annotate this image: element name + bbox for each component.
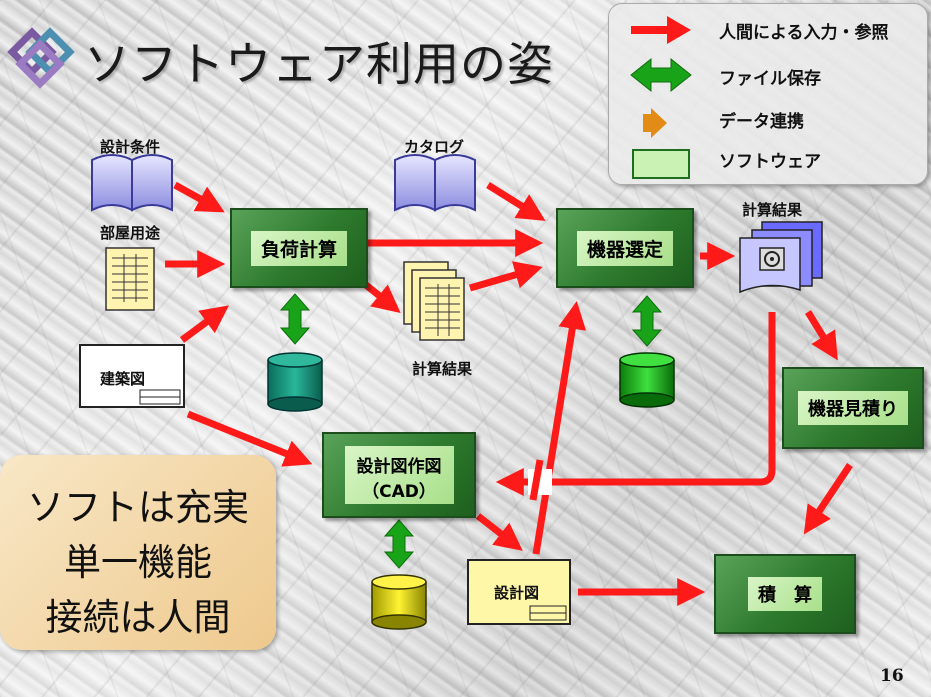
callout-line-3: 接続は人間 bbox=[45, 596, 231, 639]
design-conditions-book-icon bbox=[91, 154, 173, 212]
logo-icon bbox=[7, 27, 75, 89]
design-cad-label-line2: （CAD） bbox=[362, 482, 436, 502]
design-cad-box[interactable]: 設計図作図 （CAD） bbox=[322, 432, 476, 518]
legend-human-input-label: 人間による入力・参照 bbox=[719, 23, 889, 43]
arrow-arch-to-load bbox=[179, 305, 230, 343]
design-drawing-icon bbox=[467, 559, 571, 625]
callout-line-1: ソフトは充実 bbox=[27, 486, 249, 529]
arrow-results-to-equipment bbox=[469, 261, 543, 292]
equipment-estimate-box[interactable]: 機器見積り bbox=[782, 367, 924, 449]
catalog-label: カタログ bbox=[404, 138, 465, 156]
calc-results-stack-icon bbox=[403, 261, 465, 341]
cost-estimate-box[interactable]: 積 算 bbox=[714, 554, 856, 634]
architectural-drawing-icon bbox=[79, 344, 185, 408]
load-calc-box[interactable]: 負荷計算 bbox=[230, 208, 368, 288]
arrow-cad-to-drawing bbox=[475, 513, 523, 551]
page-title: ソフトウェア利用の姿 bbox=[84, 37, 554, 91]
save-arrow-equipment bbox=[631, 295, 663, 347]
legend: 人間による入力・参照 ファイル保存 データ連携 ソフトウェア bbox=[608, 3, 928, 185]
equipment-estimate-label: 機器見積り bbox=[798, 391, 908, 425]
legend-data-link-icon bbox=[643, 108, 667, 138]
file-save-arrows bbox=[279, 293, 663, 569]
calc-results-mid-label: 計算結果 bbox=[412, 360, 473, 378]
arrow-crossing-segment bbox=[529, 459, 544, 501]
database-cylinder-green-icon bbox=[619, 352, 675, 408]
summary-callout: ソフトは充実 単一機能 接続は人間 bbox=[0, 455, 276, 650]
human-input-arrows bbox=[165, 181, 853, 606]
legend-software-icon bbox=[632, 149, 690, 179]
save-arrow-load-calc bbox=[279, 293, 311, 345]
catalog-book-icon bbox=[394, 154, 476, 212]
callout-line-2: 単一機能 bbox=[64, 541, 212, 584]
legend-data-link-label: データ連携 bbox=[719, 112, 804, 132]
equipment-selection-label: 機器選定 bbox=[576, 230, 673, 266]
legend-file-save-label: ファイル保存 bbox=[719, 69, 821, 89]
calc-results-disk-stack-icon bbox=[739, 221, 823, 294]
database-cylinder-teal-icon bbox=[267, 352, 323, 412]
arrow-arch-to-cad bbox=[186, 410, 313, 467]
load-calc-label: 負荷計算 bbox=[250, 230, 347, 266]
arrow-load-to-results bbox=[363, 282, 401, 314]
architectural-drawing-label: 建築図 bbox=[100, 370, 146, 388]
arrow-drawing-to-equipment bbox=[532, 300, 587, 555]
cost-estimate-label: 積 算 bbox=[748, 577, 822, 611]
room-usage-sheet-icon bbox=[105, 247, 155, 311]
arrow-estimate-to-cost bbox=[803, 463, 853, 535]
legend-red-arrow-icon bbox=[631, 16, 691, 44]
arrow-conditions-to-load bbox=[173, 181, 225, 213]
legend-double-arrow-icon bbox=[630, 57, 692, 93]
equipment-selection-box[interactable]: 機器選定 bbox=[556, 208, 694, 288]
arrow-results-to-estimate bbox=[805, 310, 838, 361]
arrow-results-to-cad bbox=[495, 312, 776, 496]
legend-software-label: ソフトウェア bbox=[719, 152, 821, 172]
database-cylinder-yellow-icon bbox=[371, 574, 427, 630]
page-number: 16 bbox=[880, 666, 904, 686]
design-drawing-label: 設計図 bbox=[494, 584, 540, 602]
room-usage-label: 部屋用途 bbox=[100, 224, 161, 242]
calc-results-right-label: 計算結果 bbox=[742, 201, 803, 219]
design-cad-label-line1: 設計図作図 bbox=[356, 457, 442, 477]
save-arrow-cad bbox=[383, 519, 415, 569]
legend-symbols bbox=[630, 16, 692, 179]
design-conditions-label: 設計条件 bbox=[100, 138, 161, 156]
arrow-catalog-to-equipment bbox=[486, 182, 546, 221]
